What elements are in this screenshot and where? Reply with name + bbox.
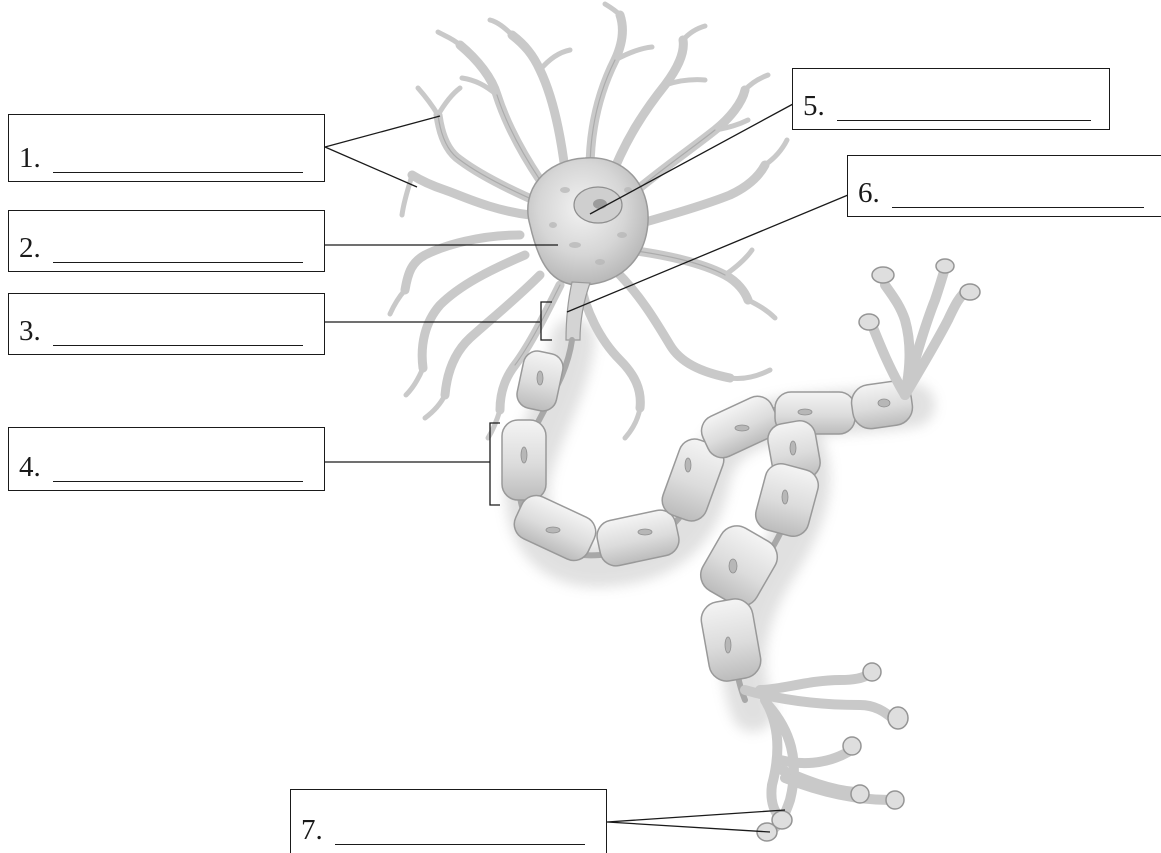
label-box-4[interactable]: 4. — [8, 427, 325, 491]
axon-terminals-upper — [859, 259, 980, 395]
label-number: 1. — [19, 144, 41, 173]
terminal-bouton — [886, 791, 904, 809]
label-number: 5. — [803, 92, 825, 121]
terminal-bouton — [859, 314, 879, 330]
label-box-3[interactable]: 3. — [8, 293, 325, 355]
label-number: 2. — [19, 234, 41, 263]
label-box-1[interactable]: 1. — [8, 114, 325, 182]
cell-body — [528, 158, 648, 285]
answer-blank[interactable] — [335, 820, 585, 845]
label-number: 6. — [858, 179, 880, 208]
answer-blank[interactable] — [53, 238, 303, 263]
terminal-bouton — [863, 663, 881, 681]
answer-blank[interactable] — [53, 457, 303, 482]
terminal-bouton — [851, 785, 869, 803]
label-box-7[interactable]: 7. — [290, 789, 607, 853]
terminal-bouton — [960, 284, 980, 300]
label-box-6[interactable]: 6. — [847, 155, 1161, 217]
answer-blank[interactable] — [892, 183, 1144, 208]
label-number: 4. — [19, 453, 41, 482]
terminal-bouton — [843, 737, 861, 755]
answer-blank[interactable] — [837, 96, 1091, 121]
label-number: 3. — [19, 317, 41, 346]
terminal-bouton — [872, 267, 894, 283]
nucleolus — [593, 199, 607, 209]
answer-blank[interactable] — [53, 321, 303, 346]
axon-terminals-lower — [745, 663, 908, 841]
answer-blank[interactable] — [53, 148, 303, 173]
terminal-bouton — [888, 707, 908, 729]
label-number: 7. — [301, 816, 323, 845]
label-box-2[interactable]: 2. — [8, 210, 325, 272]
label-box-5[interactable]: 5. — [792, 68, 1110, 130]
terminal-bouton — [936, 259, 954, 273]
